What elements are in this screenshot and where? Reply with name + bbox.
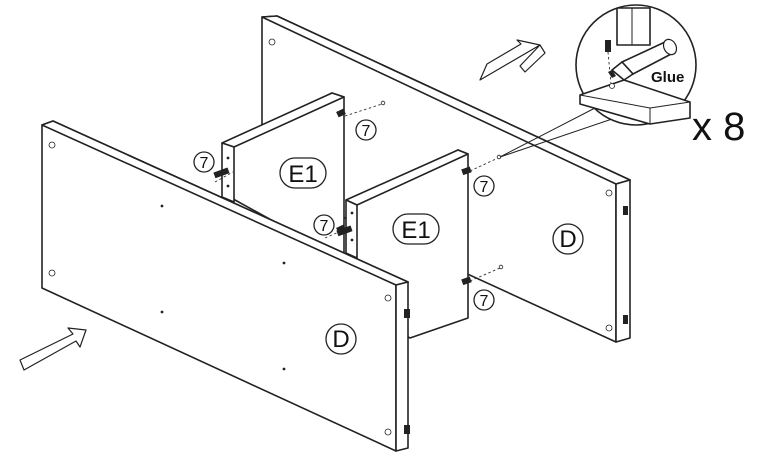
svg-text:D: D xyxy=(559,226,576,253)
quantity-label: x 8 xyxy=(692,105,745,149)
fastener-callout-1: 7 xyxy=(355,119,377,141)
svg-text:Glue: Glue xyxy=(651,69,684,86)
svg-text:E1: E1 xyxy=(288,161,317,188)
insert-arrow-icon xyxy=(479,39,546,81)
part-label-front-d: D xyxy=(325,323,357,355)
dowel-icon xyxy=(605,40,611,52)
fastener-callout-4: 7 xyxy=(473,175,495,197)
svg-text:7: 7 xyxy=(480,179,489,196)
svg-text:7: 7 xyxy=(200,155,209,172)
insert-arrow-icon xyxy=(19,327,87,371)
svg-text:E1: E1 xyxy=(401,217,430,244)
fastener-callout-2: 7 xyxy=(193,151,215,173)
part-label-divider-left-e1: E1 xyxy=(279,157,327,189)
glue-bottle-icon xyxy=(608,38,678,81)
svg-text:D: D xyxy=(332,326,349,353)
glue-detail-callout: Glue xyxy=(499,4,697,158)
front-panel-d xyxy=(41,120,410,452)
svg-text:7: 7 xyxy=(480,293,489,310)
svg-text:7: 7 xyxy=(362,123,371,140)
part-label-divider-right-e1: E1 xyxy=(392,213,440,245)
part-label-back-d: D xyxy=(552,223,584,255)
fastener-callout-3: 7 xyxy=(313,214,335,236)
fastener-callout-5: 7 xyxy=(473,289,495,311)
svg-text:7: 7 xyxy=(320,218,329,235)
